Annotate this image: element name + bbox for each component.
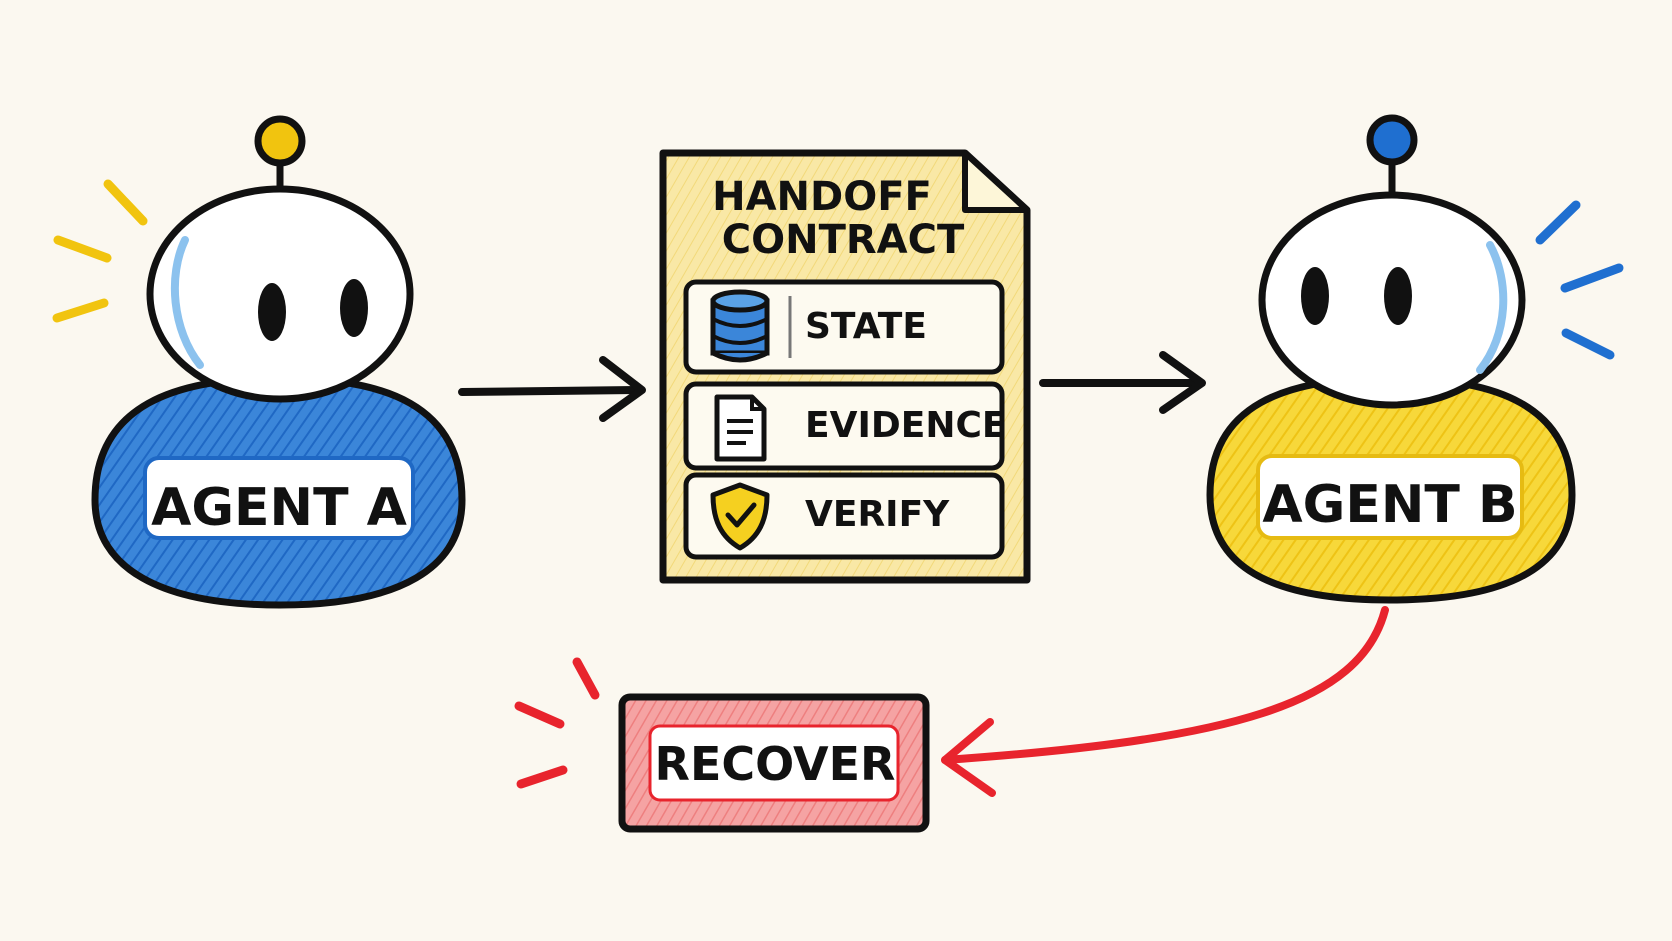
document-icon: [714, 394, 767, 462]
recover-node: [514, 657, 930, 833]
arrow-agent-b-to-recover: [941, 606, 1389, 797]
handoff-contract-document: [659, 149, 1031, 584]
contract-title-line2: CONTRACT: [721, 217, 965, 263]
agent-a-sparkle-lines: [52, 179, 148, 323]
agent-a: [52, 115, 466, 609]
agent-b-name-plate: [1256, 454, 1524, 540]
recover-label: RECOVER: [654, 737, 896, 791]
agent-b-sparkle-lines: [1535, 200, 1624, 360]
agent-a-label: AGENT A: [151, 478, 407, 538]
agent-b-label: AGENT B: [1262, 475, 1518, 535]
recover-alert-lines: [514, 657, 600, 789]
agent-a-name-plate: [143, 456, 415, 540]
agent-a-right-eye: [340, 279, 368, 337]
contract-row-verify-label: VERIFY: [805, 494, 950, 535]
arrow-contract-to-agent-b: [1039, 351, 1206, 414]
agent-b: [1206, 114, 1624, 604]
shield-check-icon: [710, 482, 770, 551]
contract-title-line1: HANDOFF: [712, 174, 932, 220]
contract-row-state-label: STATE: [805, 306, 927, 347]
database-icon: [710, 289, 770, 363]
agent-b-right-eye: [1384, 267, 1412, 325]
agent-b-left-eye: [1301, 267, 1329, 325]
recover-label-plate: [648, 724, 900, 802]
agent-b-antenna-bulb: [1366, 114, 1418, 166]
contract-row-evidence-label: EVIDENCE: [805, 405, 1007, 446]
arrow-agent-a-to-contract: [458, 356, 646, 422]
agent-a-left-eye: [258, 283, 286, 341]
contract-folded-corner: [962, 150, 1030, 213]
agent-a-antenna-bulb: [254, 115, 306, 167]
